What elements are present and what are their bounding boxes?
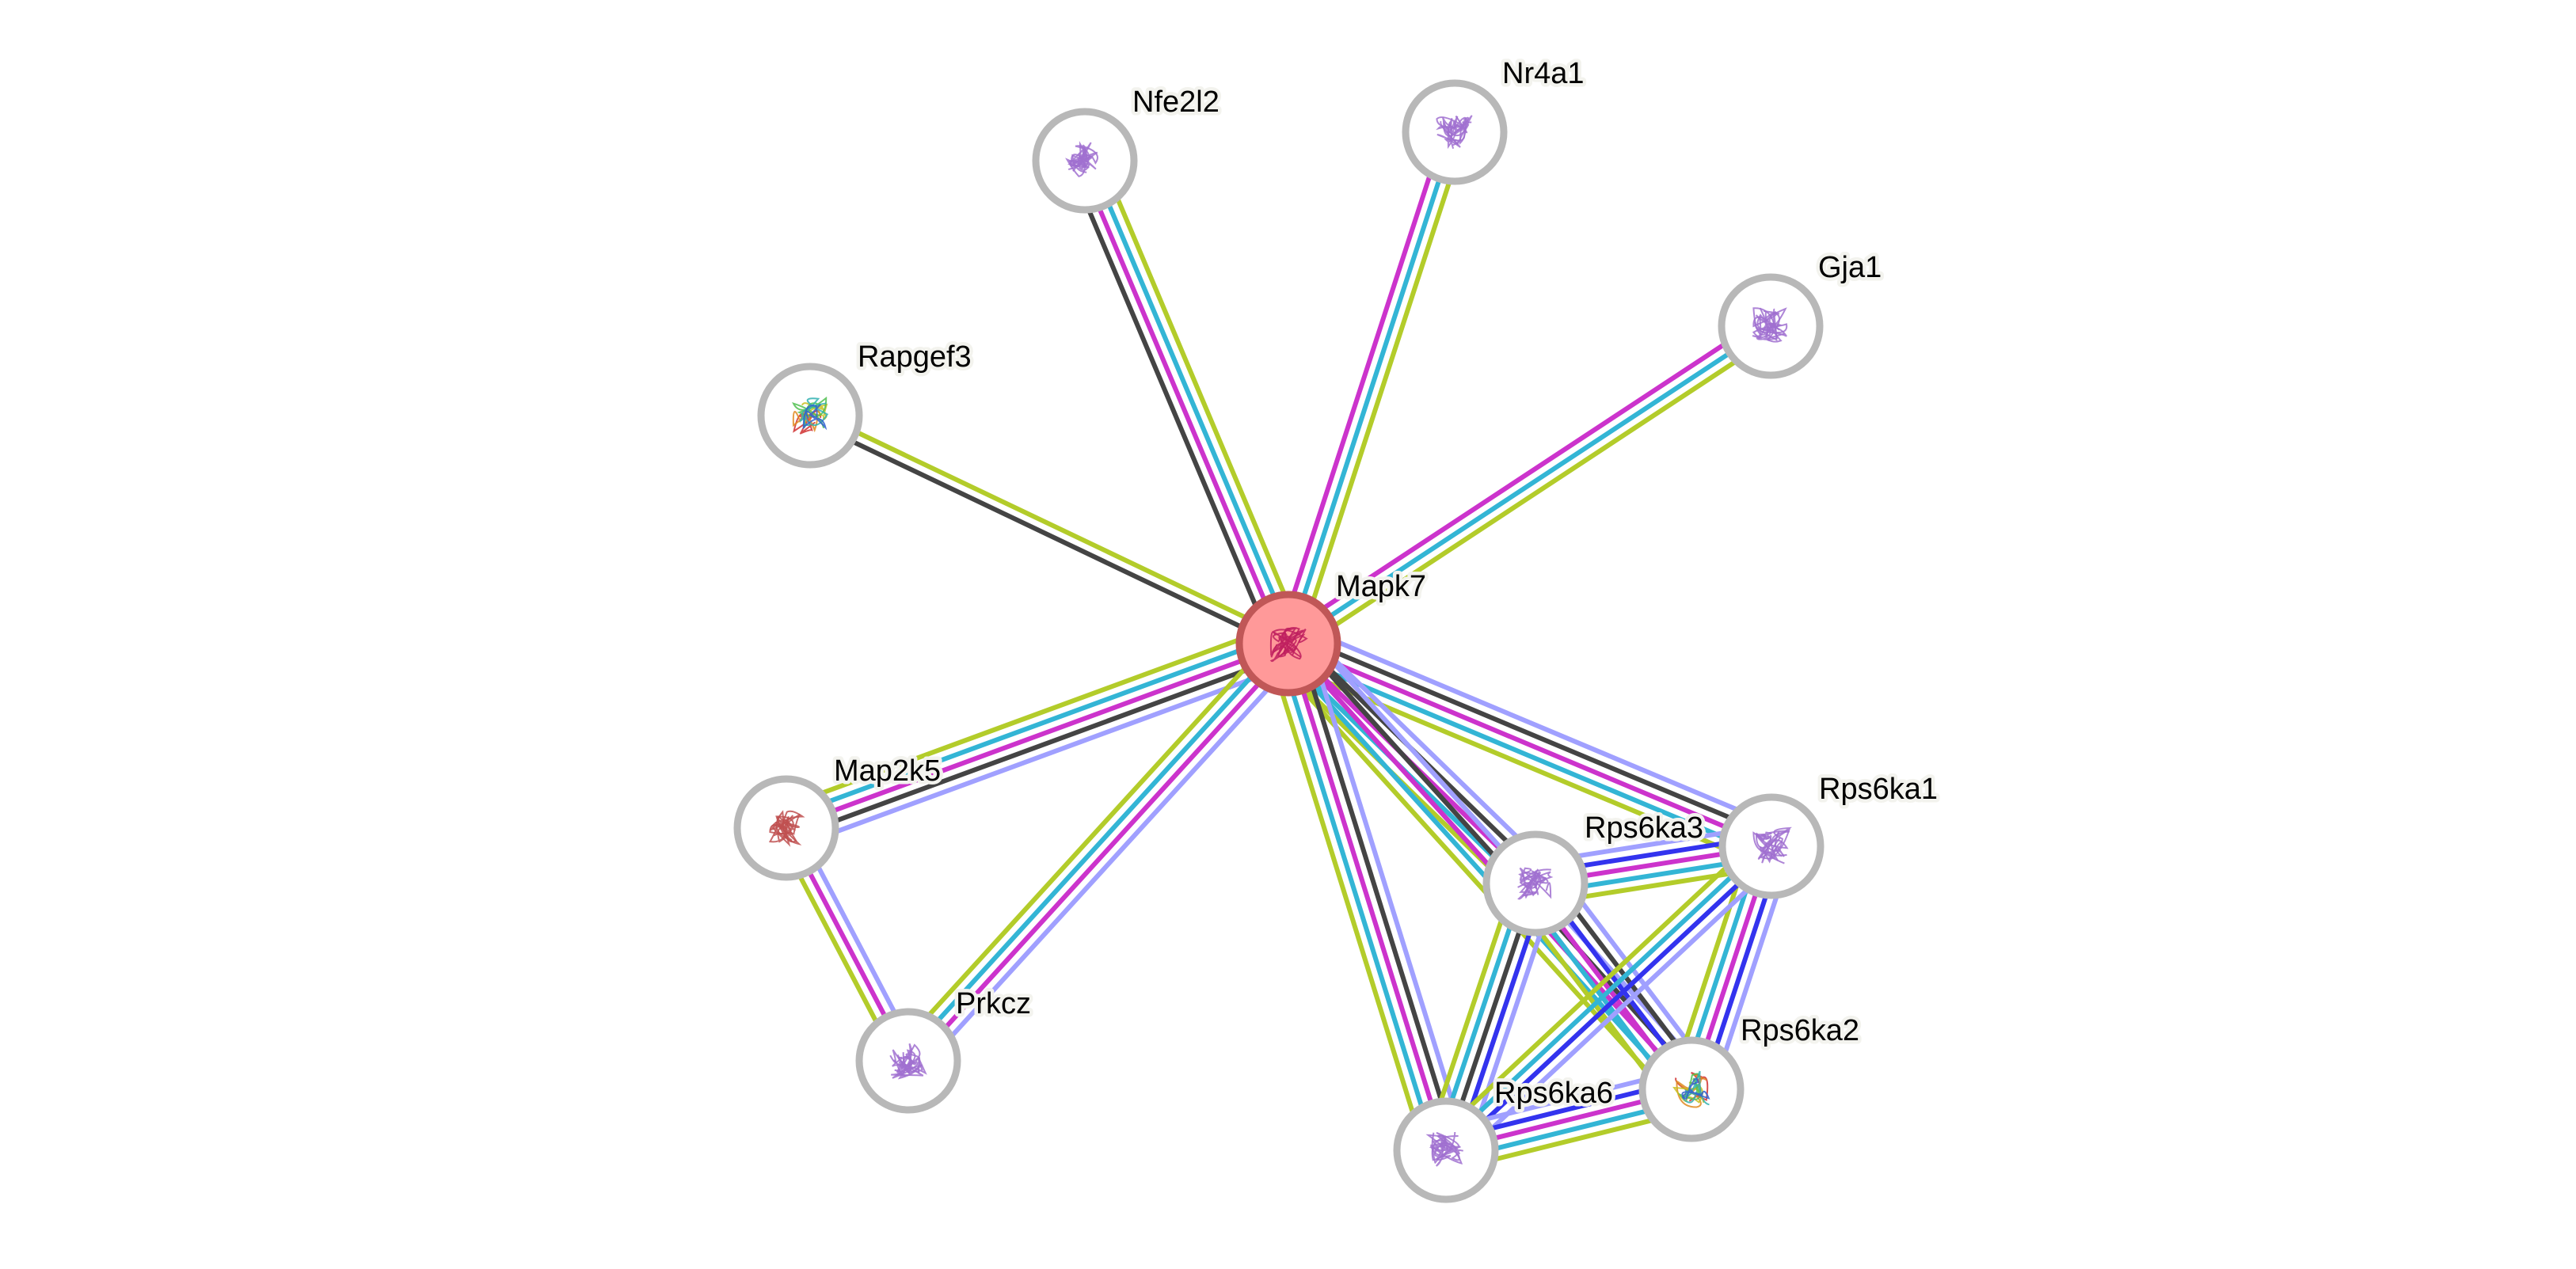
evidence-line-coexpression — [1296, 640, 1459, 1149]
evidence-line-experiments — [910, 645, 1295, 1066]
node-rps6ka6[interactable]: Rps6ka6 — [1393, 1073, 1616, 1203]
node-label: Prkcz — [956, 987, 1031, 1020]
evidence-line-experiments — [785, 641, 1290, 830]
node-label: Nr4a1 — [1502, 57, 1585, 90]
node-rps6ka3[interactable]: Rps6ka3 — [1482, 808, 1707, 937]
protein-structure-icon — [889, 1043, 927, 1080]
protein-structure-icon — [1425, 1131, 1464, 1167]
evidence-line-curated — [1440, 841, 1770, 1149]
edge-mapk7-nfe2l2[interactable] — [1068, 154, 1305, 651]
evidence-line-textmining — [811, 408, 1292, 641]
evidence-line-known_pathway — [1448, 848, 1777, 1156]
evidence-line-experiments — [1281, 315, 1767, 637]
evidence-line-experiments — [1078, 161, 1286, 647]
node-label: Nfe2l2 — [1132, 85, 1220, 119]
evidence-line-experiments — [1287, 641, 1773, 849]
node-rps6ka2[interactable]: Rps6ka2 — [1638, 1011, 1863, 1142]
evidence-line-curated — [902, 638, 1287, 1059]
protein-structure-icon — [1517, 867, 1554, 900]
protein-structure-icon — [1269, 627, 1308, 663]
evidence-line-textmining — [1433, 833, 1763, 1141]
evidence-line-database — [1295, 622, 1781, 830]
node-label: Rps6ka1 — [1819, 773, 1938, 806]
evidence-line-textmining — [1266, 648, 1429, 1157]
evidence-line-textmining — [895, 631, 1279, 1052]
evidence-line-database — [1305, 636, 1468, 1146]
node-rapgef3[interactable]: Rapgef3 — [757, 337, 975, 469]
protein-structure-icon — [1752, 826, 1793, 864]
node-label: Gja1 — [1818, 251, 1882, 284]
node-label: Rps6ka3 — [1585, 811, 1703, 845]
evidence-line-coexpression — [806, 418, 1288, 651]
node-label: Rps6ka6 — [1494, 1077, 1613, 1110]
evidence-line-textmining — [1292, 332, 1778, 655]
node-label: Map2k5 — [834, 754, 941, 788]
evidence-line-coexpression — [1068, 165, 1277, 651]
edge-rps6ka1-rps6ka6[interactable] — [1433, 833, 1784, 1164]
evidence-line-coexpression — [1291, 632, 1777, 839]
protein-structure-icon — [792, 396, 829, 435]
protein-structure-icon — [1672, 1070, 1710, 1108]
evidence-line-curated — [1279, 648, 1686, 1098]
evidence-line-curated — [1286, 131, 1457, 644]
protein-structure-icon — [1436, 115, 1473, 150]
node-label: Rps6ka2 — [1741, 1014, 1859, 1047]
evidence-line-curated — [1287, 324, 1772, 646]
evidence-line-textmining — [1097, 154, 1305, 639]
edge-mapk7-prkcz[interactable] — [895, 631, 1302, 1073]
evidence-line-database — [918, 652, 1302, 1073]
evidence-line-experiments — [1286, 643, 1448, 1151]
edge-mapk7-gja1[interactable] — [1281, 315, 1778, 655]
edge-mapk7-rps6ka6[interactable] — [1266, 636, 1468, 1157]
evidence-line-coexpression — [789, 651, 1293, 841]
protein-structure-icon — [1752, 307, 1788, 343]
node-label: Rapgef3 — [858, 340, 972, 374]
evidence-line-curated — [782, 631, 1286, 821]
edge-mapk7-map2k5[interactable] — [778, 621, 1297, 850]
node-gja1[interactable]: Gja1 — [1718, 248, 1885, 379]
node-nr4a1[interactable]: Nr4a1 — [1402, 54, 1588, 185]
protein-structure-icon — [1065, 141, 1098, 177]
edge-mapk7-rapgef3[interactable] — [806, 408, 1292, 651]
node-nfe2l2[interactable]: Nfe2l2 — [1032, 82, 1223, 214]
evidence-line-experiments — [1276, 128, 1448, 641]
evidence-line-textmining — [1296, 135, 1467, 648]
node-rps6ka1[interactable]: Rps6ka1 — [1718, 769, 1941, 899]
node-mapk7[interactable]: Mapk7 — [1235, 567, 1430, 697]
node-label: Mapk7 — [1336, 570, 1426, 603]
node-circle[interactable] — [855, 1008, 961, 1114]
protein-structure-icon — [768, 810, 805, 847]
evidence-line-database — [1301, 627, 1552, 871]
node-map2k5[interactable]: Map2k5 — [733, 751, 945, 881]
evidence-line-textmining — [778, 621, 1283, 811]
edge-mapk7-nr4a1[interactable] — [1276, 128, 1467, 648]
nodes-layer: Mapk7Nfe2l2Nr4a1Gja1Rapgef3Map2k5PrkczRp… — [733, 54, 1941, 1203]
evidence-line-database — [792, 660, 1297, 850]
node-prkcz[interactable]: Prkcz — [855, 984, 1035, 1114]
evidence-line-textmining — [1271, 655, 1678, 1105]
evidence-line-curated — [1087, 158, 1296, 643]
evidence-line-curated — [1276, 645, 1439, 1154]
